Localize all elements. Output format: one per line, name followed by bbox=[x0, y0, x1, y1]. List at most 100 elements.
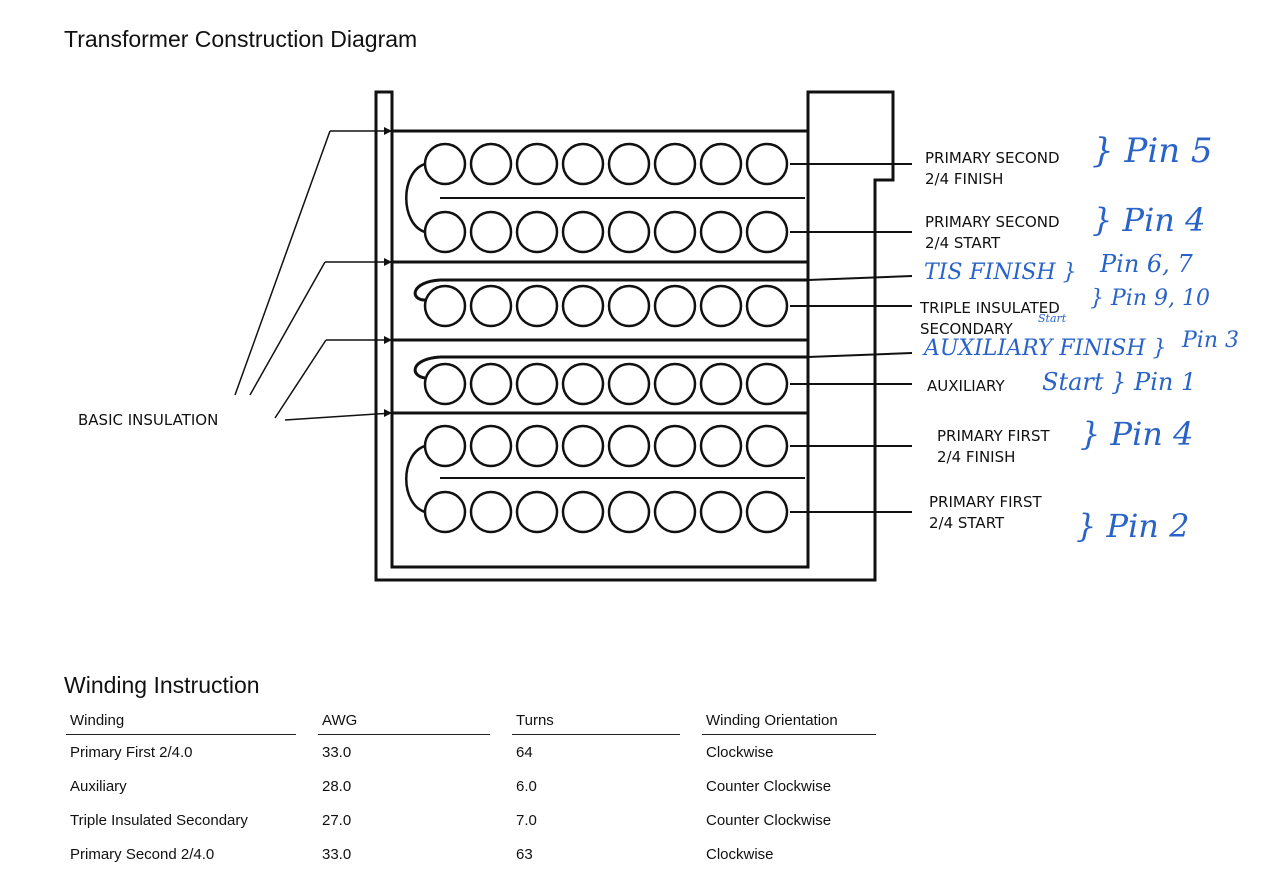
wire-turn bbox=[515, 424, 559, 468]
wire-turn bbox=[515, 210, 559, 254]
pin910-annotation: } Pin 9, 10 bbox=[1090, 286, 1210, 311]
crossover-loop bbox=[405, 444, 426, 514]
cell-orientation: Counter Clockwise bbox=[706, 777, 832, 795]
wire-turn bbox=[423, 284, 467, 328]
wire-turn bbox=[423, 142, 467, 186]
bobbin-inner bbox=[390, 92, 810, 569]
diagram-title: Transformer Construction Diagram bbox=[64, 26, 418, 52]
wire-turn bbox=[745, 490, 789, 534]
wire-turn bbox=[607, 424, 651, 468]
wire-turn bbox=[653, 362, 697, 406]
wire-turn bbox=[699, 210, 743, 254]
wire-turn bbox=[469, 210, 513, 254]
wire-turn bbox=[561, 142, 605, 186]
wire-turn bbox=[607, 284, 651, 328]
wire-turn bbox=[653, 424, 697, 468]
header-awg: AWG bbox=[318, 708, 490, 735]
aux-loop bbox=[413, 355, 441, 380]
header-winding: Winding bbox=[66, 708, 296, 735]
table-header-row: Winding AWG Turns Winding Orientation bbox=[66, 708, 876, 735]
wire-turn bbox=[469, 284, 513, 328]
tis-loop bbox=[413, 278, 441, 302]
wire-turn bbox=[745, 142, 789, 186]
wire-turn bbox=[699, 142, 743, 186]
wire-turn bbox=[561, 424, 605, 468]
wire-turn bbox=[469, 424, 513, 468]
crossover-loop bbox=[405, 162, 426, 234]
cell-awg: 27.0 bbox=[322, 811, 352, 829]
pin5-annotation: } Pin 5 bbox=[1092, 131, 1213, 171]
wire-turn bbox=[653, 210, 697, 254]
wire-turn bbox=[745, 284, 789, 328]
wire-turn bbox=[607, 490, 651, 534]
start-small-annotation: Start bbox=[1038, 312, 1067, 325]
cell-turns: 64 bbox=[516, 743, 533, 761]
winding-title: Winding Instruction bbox=[64, 672, 260, 698]
pin4-annotation: } Pin 4 bbox=[1092, 201, 1206, 239]
wire-turn bbox=[699, 362, 743, 406]
wire-turn bbox=[607, 362, 651, 406]
winding-table: Winding AWG Turns Winding Orientation Pr… bbox=[66, 708, 876, 871]
wire-turn bbox=[469, 362, 513, 406]
cell-winding: Auxiliary bbox=[70, 777, 127, 795]
cell-turns: 7.0 bbox=[516, 811, 537, 829]
wire-turn bbox=[423, 362, 467, 406]
insulation-pointer bbox=[274, 339, 327, 419]
cell-turns: 63 bbox=[516, 845, 533, 863]
basic-insulation-label: BASIC INSULATION bbox=[78, 411, 219, 429]
wire-turn bbox=[561, 284, 605, 328]
wire-turn bbox=[607, 142, 651, 186]
lead-line bbox=[807, 275, 913, 281]
wire-turn bbox=[607, 210, 651, 254]
table-row: Auxiliary 28.0 6.0 Counter Clockwise bbox=[66, 769, 876, 803]
wire-turn bbox=[423, 210, 467, 254]
wire-turn bbox=[699, 424, 743, 468]
wire-turn bbox=[515, 362, 559, 406]
pin3-annotation: Pin 3 bbox=[1182, 328, 1239, 353]
arrow-head bbox=[384, 258, 392, 266]
arrow-head bbox=[384, 409, 392, 417]
wire-turn bbox=[515, 490, 559, 534]
insulation-pointer bbox=[249, 261, 326, 396]
cell-orientation: Clockwise bbox=[706, 845, 774, 863]
wire-turn bbox=[469, 490, 513, 534]
wire-turn bbox=[699, 284, 743, 328]
wire-turn bbox=[653, 490, 697, 534]
cell-winding: Triple Insulated Secondary bbox=[70, 811, 248, 829]
pin67-annotation: Pin 6, 7 bbox=[1100, 250, 1193, 278]
cell-awg: 33.0 bbox=[322, 743, 352, 761]
wire-turn bbox=[745, 362, 789, 406]
cell-orientation: Counter Clockwise bbox=[706, 811, 832, 829]
wire-turn bbox=[423, 424, 467, 468]
cell-awg: 28.0 bbox=[322, 777, 352, 795]
cell-turns: 6.0 bbox=[516, 777, 537, 795]
wire-turn bbox=[515, 142, 559, 186]
cell-winding: Primary Second 2/4.0 bbox=[70, 845, 215, 863]
wire-turn bbox=[745, 424, 789, 468]
table-row: Triple Insulated Secondary 27.0 7.0 Coun… bbox=[66, 803, 876, 837]
aux-start-annotation: Start } Pin 1 bbox=[1042, 368, 1197, 396]
wire-turn bbox=[561, 362, 605, 406]
insulation-pointer bbox=[284, 412, 393, 421]
wire-turn bbox=[561, 490, 605, 534]
wire-turn bbox=[469, 142, 513, 186]
aux-label: AUXILIARY bbox=[927, 377, 1005, 395]
lead-line bbox=[807, 352, 913, 358]
wire-turn bbox=[561, 210, 605, 254]
wire-turn bbox=[745, 210, 789, 254]
header-orientation: Winding Orientation bbox=[702, 708, 876, 735]
table-row: Primary First 2/4.0 33.0 64 Clockwise bbox=[66, 735, 876, 770]
arrow-head bbox=[384, 336, 392, 344]
cell-orientation: Clockwise bbox=[706, 743, 774, 761]
aux-finish-annotation: AUXILIARY FINISH } bbox=[924, 336, 1167, 361]
wire-turn bbox=[699, 490, 743, 534]
wire-turn bbox=[653, 284, 697, 328]
cell-winding: Primary First 2/4.0 bbox=[70, 743, 193, 761]
header-turns: Turns bbox=[512, 708, 680, 735]
wire-turn bbox=[423, 490, 467, 534]
